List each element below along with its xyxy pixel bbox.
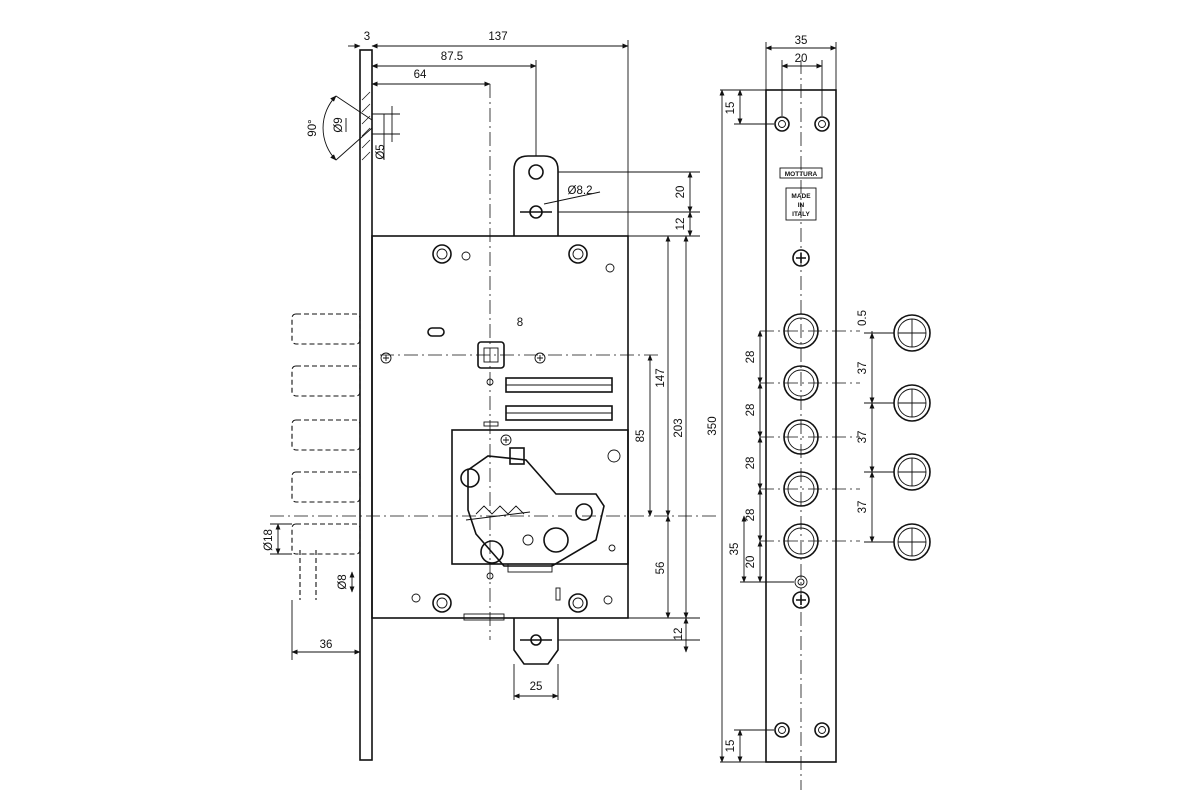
- dim-cam-center: 87.5: [441, 51, 463, 63]
- dim-backset: 64: [414, 69, 427, 81]
- dim-spindle-square: 8: [517, 317, 523, 329]
- dim-lower-offset-b: 20: [745, 556, 757, 569]
- dimension-labels: 3 137 87.5 64 90° Ø9 Ø5 Ø8.2 20 12 8 147…: [263, 31, 869, 752]
- origin-label-1: MADE: [791, 193, 811, 200]
- dim-faceplate-length: 350: [707, 416, 719, 435]
- dim-bolt-throw: 36: [320, 639, 333, 651]
- dim-bolt-spacing-2: 28: [745, 404, 757, 417]
- dim-latch-dia: Ø8: [337, 574, 349, 589]
- dim-bolt-spacing-4: 28: [745, 509, 757, 522]
- dim-cylinder-to-bottom: 56: [655, 562, 667, 575]
- strike-bolts: [893, 314, 931, 561]
- dim-strike-spacing-1: 37: [857, 362, 869, 375]
- dim-top-gap: 12: [675, 218, 687, 231]
- dim-case-depth: 137: [488, 31, 507, 43]
- dim-bolt-spacing-1: 28: [745, 351, 757, 364]
- dim-bottom-cam-width: 25: [530, 681, 543, 693]
- dim-spindle-to-cylinder: 147: [655, 368, 667, 387]
- dim-spindle-to-bottom: 203: [673, 418, 685, 437]
- dim-top-cam-offset: 20: [675, 186, 687, 199]
- dim-cam-to-bolt: 85: [635, 430, 647, 443]
- forend-front-view: MOTTURA MADE IN ITALY: [760, 60, 860, 790]
- dim-hole-small: Ø5: [375, 144, 387, 159]
- dim-faceplate-hole-spacing: 20: [795, 53, 808, 65]
- dim-lower-offset-a: 35: [729, 543, 741, 556]
- dim-faceplate-width: 35: [795, 35, 808, 47]
- dim-bolt-spacing-3: 28: [745, 457, 757, 470]
- dim-angle: 90°: [307, 119, 319, 136]
- dim-bolt-dia: Ø18: [263, 529, 275, 551]
- dim-bottom-gap: 12: [673, 628, 685, 641]
- dim-strike-spacing-2: 37: [857, 431, 869, 444]
- dim-faceplate-top-hole: 15: [725, 102, 737, 115]
- dim-strike-offset: 0.5: [857, 310, 869, 326]
- dim-plate-thickness: 3: [364, 31, 370, 43]
- dimension-lines: [270, 40, 894, 763]
- dim-cam-hole: Ø8.2: [568, 185, 593, 197]
- dim-faceplate-bottom-hole: 15: [725, 740, 737, 753]
- dim-hole-large: Ø9: [333, 117, 345, 132]
- dim-strike-spacing-3: 37: [857, 501, 869, 514]
